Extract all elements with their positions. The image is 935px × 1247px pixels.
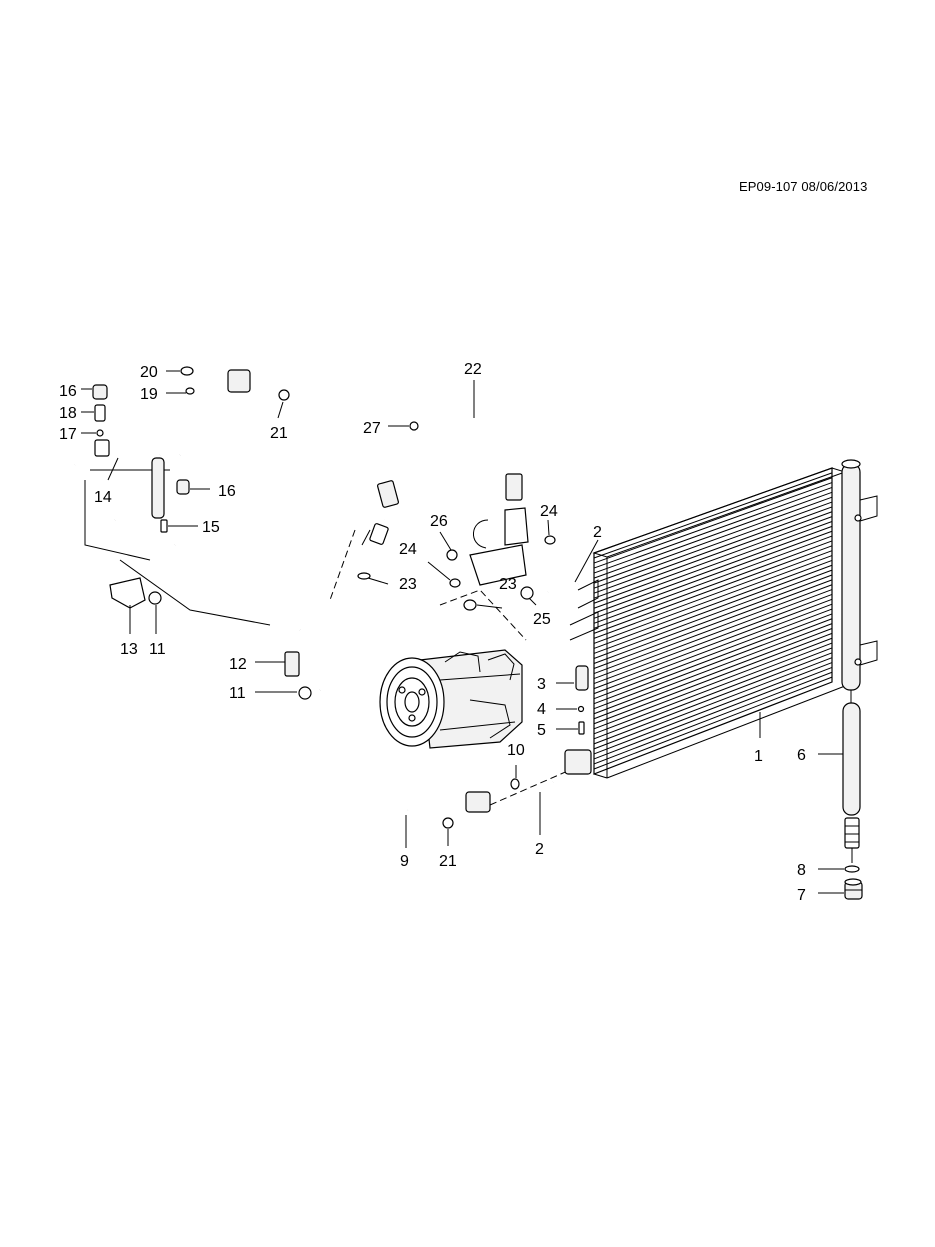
callout-23-right: 23 bbox=[499, 576, 517, 593]
callout-6: 6 bbox=[797, 747, 806, 764]
leader-lines bbox=[81, 370, 844, 894]
callout-24-left: 24 bbox=[399, 541, 417, 558]
stud-part-2a bbox=[547, 582, 579, 594]
callout-17: 17 bbox=[59, 426, 77, 443]
callout-labels: 1 2 2 3 4 5 6 7 8 9 10 11 11 12 13 14 15… bbox=[59, 361, 806, 904]
callout-11-left: 11 bbox=[149, 641, 166, 658]
assembly-line-compressor-hose bbox=[329, 529, 356, 601]
flange-part bbox=[564, 749, 592, 775]
diagram-reference-code: EP09-107 08/06/2013 bbox=[739, 179, 868, 194]
callout-13: 13 bbox=[120, 641, 138, 658]
cap-part-16b bbox=[176, 479, 190, 495]
callout-22: 22 bbox=[464, 361, 482, 378]
nut-part-21a bbox=[278, 389, 290, 401]
nut-part-21b bbox=[442, 817, 454, 829]
callout-27: 27 bbox=[363, 420, 381, 437]
callout-10: 10 bbox=[507, 742, 525, 759]
valve-core-part-18 bbox=[94, 404, 106, 422]
callout-23-left: 23 bbox=[399, 576, 417, 593]
callout-12: 12 bbox=[229, 656, 247, 673]
callout-11-right: 11 bbox=[229, 685, 246, 702]
nut-part-27 bbox=[409, 421, 419, 431]
callout-5: 5 bbox=[537, 722, 546, 739]
callout-7: 7 bbox=[797, 887, 806, 904]
o-ring-part-10 bbox=[510, 778, 520, 790]
compressor-part bbox=[379, 649, 523, 749]
callout-8: 8 bbox=[797, 862, 806, 879]
clip-part-13 bbox=[109, 577, 146, 609]
valve-part-5 bbox=[578, 721, 585, 735]
bolt-part-25 bbox=[520, 586, 534, 600]
callout-1: 1 bbox=[754, 748, 763, 765]
o-ring-part-20 bbox=[180, 366, 194, 376]
pressure-switch-part-3 bbox=[575, 665, 589, 691]
callout-14: 14 bbox=[94, 489, 112, 506]
callout-21-upper: 21 bbox=[270, 425, 288, 442]
callout-15: 15 bbox=[202, 519, 220, 536]
callout-21-lower: 21 bbox=[439, 853, 457, 870]
o-ring-part-23b bbox=[463, 599, 477, 611]
bolt-part-11a bbox=[148, 591, 162, 605]
condenser-part bbox=[569, 459, 878, 779]
callout-20: 20 bbox=[140, 364, 158, 381]
bracket-part-12 bbox=[284, 651, 300, 677]
callout-25: 25 bbox=[533, 611, 551, 628]
valve-core-part-15 bbox=[160, 519, 168, 533]
o-ring-part-4 bbox=[577, 705, 585, 713]
callout-26: 26 bbox=[430, 513, 448, 530]
o-ring-part-24b bbox=[544, 535, 556, 545]
receiver-drier-part bbox=[842, 690, 861, 863]
cap-part-16a bbox=[92, 384, 108, 400]
callout-2-lower: 2 bbox=[535, 841, 544, 858]
bolt-part-11b bbox=[298, 686, 312, 700]
callout-3: 3 bbox=[537, 676, 546, 693]
o-ring-part-24a bbox=[449, 578, 461, 588]
callout-9: 9 bbox=[400, 853, 409, 870]
stud-part-2b bbox=[527, 780, 554, 792]
o-ring-part-26 bbox=[446, 549, 458, 561]
callout-4: 4 bbox=[537, 701, 546, 718]
callout-16-upper: 16 bbox=[59, 383, 77, 400]
drier-cap-part bbox=[844, 878, 863, 900]
callout-24-right: 24 bbox=[540, 503, 558, 520]
o-ring-part-23a bbox=[357, 572, 371, 580]
o-ring-part-8 bbox=[844, 865, 860, 873]
callout-16-lower: 16 bbox=[218, 483, 236, 500]
suction-line-part bbox=[69, 369, 346, 694]
assembly-line-compressor-inlet bbox=[439, 589, 527, 641]
o-ring-part-17 bbox=[96, 429, 104, 437]
discharge-hose-part bbox=[361, 415, 529, 586]
callout-2-upper: 2 bbox=[593, 524, 602, 541]
callout-19: 19 bbox=[140, 386, 158, 403]
liquid-line-part bbox=[316, 679, 571, 813]
o-ring-part-19 bbox=[185, 387, 195, 395]
callout-18: 18 bbox=[59, 405, 77, 422]
